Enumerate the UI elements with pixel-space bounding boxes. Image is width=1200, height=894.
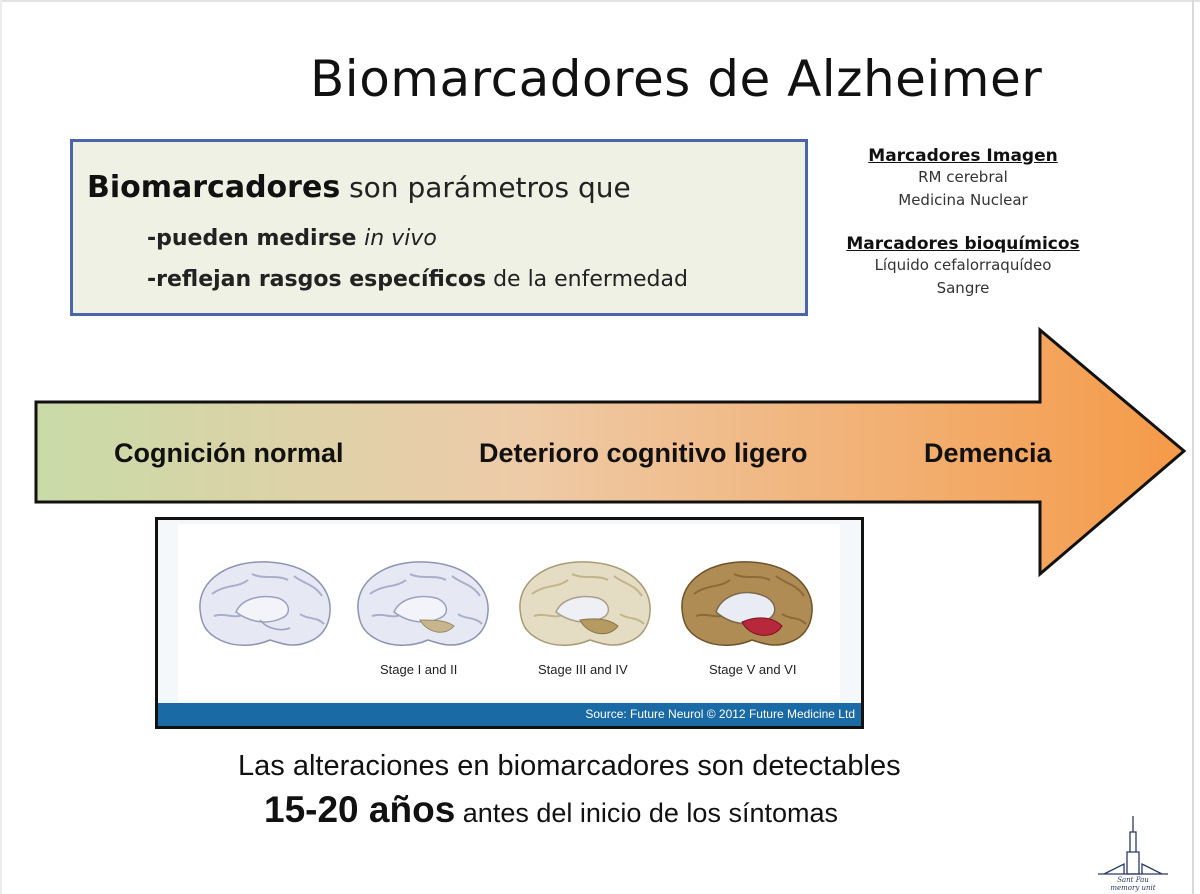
footer-line-2: 15-20 años antes del inicio de los sínto… bbox=[264, 789, 838, 831]
imaging-marker-item: Medicina Nuclear bbox=[898, 191, 1028, 209]
brain-stage-3-4-image bbox=[519, 561, 651, 646]
cathedral-icon: Sant Pau memory unit bbox=[1098, 816, 1168, 892]
biochemical-marker-item: Líquido cefalorraquídeo bbox=[874, 256, 1052, 274]
definition-point-2-bold: -reflejan rasgos específicos bbox=[147, 267, 487, 292]
definition-intro: Biomarcadores son parámetros que bbox=[87, 170, 631, 205]
definition-point-2-rest: de la enfermedad bbox=[486, 267, 688, 292]
definition-point-1: -pueden medirse in vivo bbox=[147, 226, 437, 251]
markers-panel: Marcadores Imagen RM cerebral Medicina N… bbox=[830, 146, 1096, 300]
imaging-markers-heading: Marcadores Imagen bbox=[868, 146, 1058, 166]
figure-caption-stage-5-6: Stage V and VI bbox=[709, 662, 797, 677]
brain-stage-5-6-image bbox=[681, 561, 813, 646]
stage-mild-cognitive-impairment: Deterioro cognitivo ligero bbox=[479, 438, 808, 468]
brain-stages-figure: Stage I and II Stage III and IV Stage V … bbox=[155, 517, 864, 729]
footer-line-1: Las alteraciones en biomarcadores son de… bbox=[238, 750, 901, 782]
figure-caption-stage-1-2: Stage I and II bbox=[380, 662, 458, 677]
imaging-marker-item: RM cerebral bbox=[918, 168, 1008, 186]
figure-caption-stage-3-4: Stage III and IV bbox=[538, 662, 628, 677]
definition-point-1-bold: -pueden medirse bbox=[147, 226, 365, 251]
brain-stages-panel: Stage I and II Stage III and IV Stage V … bbox=[178, 524, 840, 702]
definition-point-1-italic: in vivo bbox=[364, 226, 437, 251]
slide-left-border bbox=[0, 0, 2, 894]
biochemical-marker-item: Sangre bbox=[936, 279, 990, 297]
brain-stage-0-image bbox=[199, 561, 331, 646]
brain-stage-1-2-image bbox=[357, 561, 489, 646]
figure-source: Source: Future Neurol © 2012 Future Medi… bbox=[585, 707, 855, 721]
footer-line-2-rest: antes del inicio de los síntomas bbox=[455, 798, 838, 828]
footer-years: 15-20 años bbox=[264, 789, 456, 830]
definition-box: Biomarcadores son parámetros que -pueden… bbox=[70, 139, 808, 316]
slide-right-border bbox=[1192, 0, 1194, 894]
definition-intro-text: son parámetros que bbox=[340, 171, 631, 204]
definition-point-2: -reflejan rasgos específicos de la enfer… bbox=[147, 267, 688, 292]
definition-term: Biomarcadores bbox=[87, 170, 341, 205]
svg-text:Sant Pau: Sant Pau bbox=[1117, 876, 1149, 884]
figure-source-bar: Source: Future Neurol © 2012 Future Medi… bbox=[158, 703, 861, 726]
stage-dementia: Demencia bbox=[924, 438, 1052, 468]
slide-top-border bbox=[0, 0, 1200, 2]
stage-normal-cognition: Cognición normal bbox=[114, 438, 344, 468]
slide-title: Biomarcadores de Alzheimer bbox=[310, 50, 1043, 108]
svg-text:memory unit: memory unit bbox=[1110, 884, 1155, 892]
biochemical-markers-heading: Marcadores bioquímicos bbox=[846, 234, 1080, 254]
